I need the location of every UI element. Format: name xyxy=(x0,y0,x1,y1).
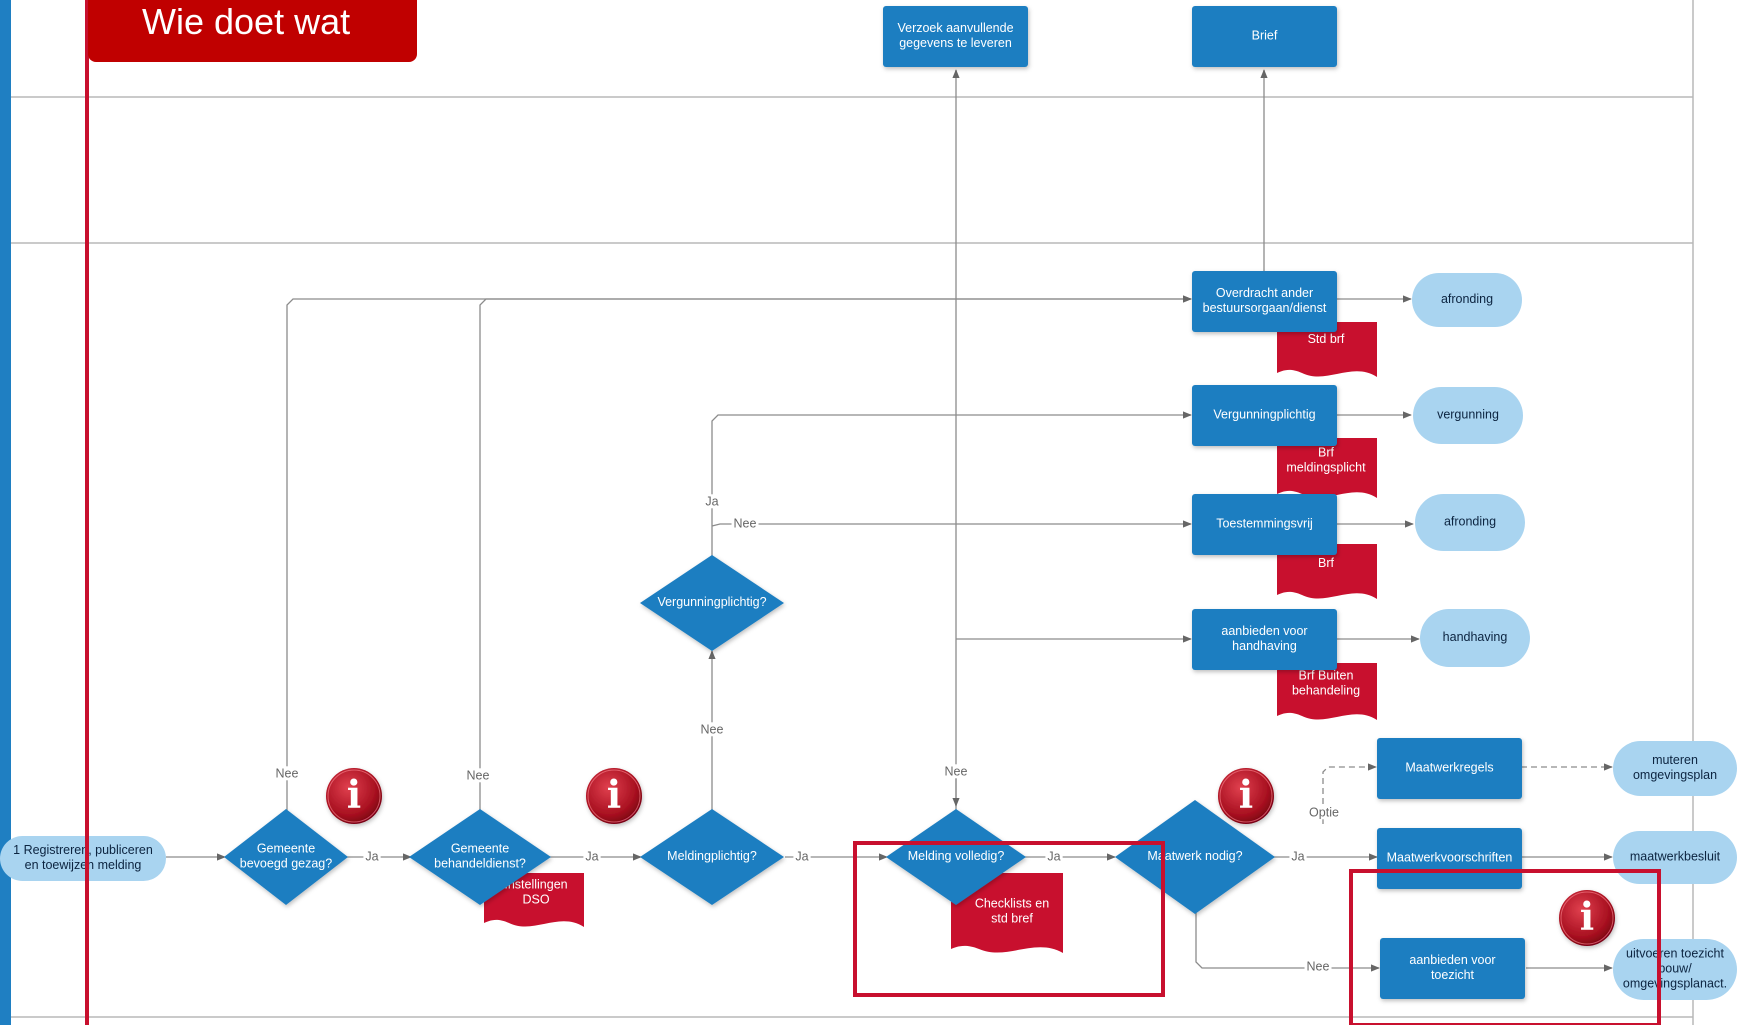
edge-label-optie: Optie xyxy=(1309,805,1339,819)
edge-bevoegd-nee xyxy=(286,295,1192,817)
info-icons: i i i i xyxy=(326,768,1615,946)
edge-vergunning-ja xyxy=(711,411,1192,556)
connectors xyxy=(166,69,1613,972)
node-melding-volledig: Melding volledig? xyxy=(886,809,1026,905)
node-vergunningplichtig-q: Vergunningplichtig? xyxy=(640,555,784,651)
doc-brf: Brf xyxy=(1277,544,1377,599)
page-title: Wie doet wat xyxy=(88,0,417,62)
node-maatwerk-nodig-label: Maatwerk nodig? xyxy=(1147,849,1242,863)
edge-label-nee-6: Nee xyxy=(1307,959,1330,973)
highlight-box-melding xyxy=(853,841,1165,997)
edge-label-nee-1: Nee xyxy=(276,766,299,780)
highlight-boxes xyxy=(85,0,1661,1025)
edge-label-nee-2: Nee xyxy=(467,768,490,782)
node-maatwerkvoorschriften-label: Maatwerkvoorschriften xyxy=(1387,851,1513,865)
node-maatwerkbesluit-label: maatwerkbesluit xyxy=(1630,850,1721,864)
edge-vergunning-nee xyxy=(711,520,1192,528)
node-meldingplichtig: Meldingplichtig? xyxy=(640,809,784,905)
node-vergunningplichtig-label: Vergunningplichtig xyxy=(1213,408,1315,422)
node-afronding-1: afronding xyxy=(1412,273,1522,327)
node-toestemmingsvrij-label: Toestemmingsvrij xyxy=(1216,517,1313,531)
node-vergunning-label: vergunning xyxy=(1437,408,1499,422)
doc-std-brf: Std brf xyxy=(1277,322,1377,377)
node-brief: Brief xyxy=(1192,6,1337,67)
edge-label-ja-5: Ja xyxy=(1291,849,1304,863)
svg-text:i: i xyxy=(607,772,621,817)
edge-label-ja-1: Ja xyxy=(365,849,378,863)
edge-label-ja-3: Ja xyxy=(795,849,808,863)
node-maatwerkregels: Maatwerkregels xyxy=(1377,738,1522,799)
svg-text:i: i xyxy=(347,772,361,817)
highlight-box-toezicht xyxy=(1349,869,1661,1025)
node-vergunningplichtig-q-label: Vergunningplichtig? xyxy=(657,595,766,609)
info-icon-3[interactable]: i xyxy=(1218,768,1274,824)
node-maatwerkbesluit: maatwerkbesluit xyxy=(1613,831,1737,884)
node-brief-label: Brief xyxy=(1252,29,1278,43)
edge-maatwerk-nee xyxy=(1195,904,1380,972)
doc-brf-label: Brf xyxy=(1318,556,1335,570)
info-icon-4[interactable]: i xyxy=(1559,890,1615,946)
node-afronding-2: afronding xyxy=(1415,494,1525,551)
edge-maatwerk-optie xyxy=(1322,763,1377,824)
node-meldingplichtig-label: Meldingplichtig? xyxy=(667,849,757,863)
edge-label-nee-3: Nee xyxy=(701,722,724,736)
node-maatwerkregels-label: Maatwerkregels xyxy=(1405,761,1493,775)
svg-text:i: i xyxy=(1239,772,1253,817)
edge-label-ja-2: Ja xyxy=(585,849,598,863)
doc-std-brf-label: Std brf xyxy=(1308,332,1345,346)
left-color-strip xyxy=(0,0,11,1025)
node-afronding-1-label: afronding xyxy=(1441,292,1493,306)
node-maatwerk-nodig: Maatwerk nodig? xyxy=(1115,800,1275,914)
edge-label-nee-5: Nee xyxy=(734,516,757,530)
node-handhaving-label: handhaving xyxy=(1443,630,1508,644)
svg-text:i: i xyxy=(1580,894,1594,939)
node-toestemmingsvrij: Toestemmingsvrij xyxy=(1192,494,1337,555)
node-melding-volledig-label: Melding volledig? xyxy=(908,849,1005,863)
node-vergunning: vergunning xyxy=(1413,387,1523,444)
node-handhaving: handhaving xyxy=(1420,609,1530,667)
edge-label-ja-6: Ja xyxy=(705,494,718,508)
node-afronding-2-label: afronding xyxy=(1444,515,1496,529)
edge-behandel-nee xyxy=(479,295,1192,811)
edge-label-ja-4: Ja xyxy=(1047,849,1060,863)
info-icon-2[interactable]: i xyxy=(586,768,642,824)
node-maatwerkvoorschriften: Maatwerkvoorschriften xyxy=(1377,828,1522,889)
node-vergunningplichtig: Vergunningplichtig xyxy=(1192,385,1337,446)
info-icon-1[interactable]: i xyxy=(326,768,382,824)
edge-label-nee-4: Nee xyxy=(945,764,968,778)
